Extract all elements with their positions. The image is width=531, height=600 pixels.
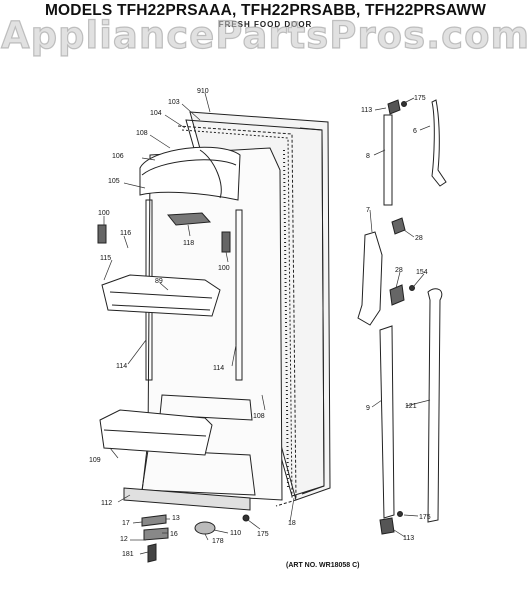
shelf-rail-right (235, 209, 243, 381)
callout-175: 175 (414, 95, 426, 102)
callout-116: 116 (120, 230, 131, 237)
page-subtitle: FRESH FOOD DOOR (218, 20, 313, 29)
watermark: AppliancePartsPros.com (0, 13, 531, 57)
callout-28: 28 (415, 235, 423, 242)
callout-105: 105 (108, 178, 120, 185)
callout-118: 118 (183, 240, 194, 247)
callout-12: 12 (120, 536, 128, 543)
callout-8: 8 (366, 153, 370, 160)
callout-104: 104 (150, 110, 162, 117)
callout-7: 7 (366, 207, 370, 214)
dairy-door (139, 146, 241, 201)
callout-16: 16 (170, 531, 178, 538)
callout-910: 910 (197, 88, 209, 95)
door-shelf (101, 274, 221, 317)
callout-6: 6 (413, 128, 417, 135)
callout-121: 121 (405, 403, 417, 410)
art-number: (ART NO. WR18058 C) (286, 562, 360, 569)
callout-13: 13 (172, 515, 180, 522)
handle-parts (357, 99, 447, 535)
door-gasket (177, 125, 297, 507)
callout-115: 115 (100, 255, 111, 262)
page-title: MODELS TFH22PRSAAA, TFH22PRSABB, TFH22PR… (44, 2, 487, 19)
callout-108: 108 (136, 130, 148, 137)
callout-112: 112 (101, 500, 112, 507)
callout-175: 175 (419, 514, 431, 521)
callout-114: 114 (213, 365, 224, 372)
clip-right (221, 231, 231, 253)
callout-113: 113 (403, 535, 414, 542)
callout-108: 108 (253, 413, 265, 420)
callout-109: 109 (89, 457, 101, 464)
clip-left (97, 224, 107, 244)
callout-89: 89 (155, 278, 163, 285)
callout-175: 175 (257, 531, 269, 538)
callout-113: 113 (361, 107, 372, 114)
callout-106: 106 (112, 153, 124, 160)
bottom-trim (123, 487, 251, 511)
callout-9: 9 (366, 405, 370, 412)
callout-154: 154 (416, 269, 428, 276)
leader-lines (103, 92, 431, 555)
callout-17: 17 (122, 520, 130, 527)
callout-114: 114 (116, 363, 127, 370)
lower-door-shelf (99, 409, 213, 456)
callout-100: 100 (98, 210, 110, 217)
hinge-parts (141, 514, 250, 563)
callout-labels: 910 103 104 108 106 105 100 116 118 100 … (89, 88, 431, 558)
callout-18: 18 (288, 520, 296, 527)
callout-100: 100 (218, 265, 230, 272)
callout-178: 178 (212, 538, 224, 545)
butter-tray-lid (167, 212, 212, 226)
callout-181: 181 (122, 551, 134, 558)
callout-28: 28 (395, 267, 403, 274)
callout-110: 110 (230, 530, 241, 537)
callout-103: 103 (168, 99, 180, 106)
